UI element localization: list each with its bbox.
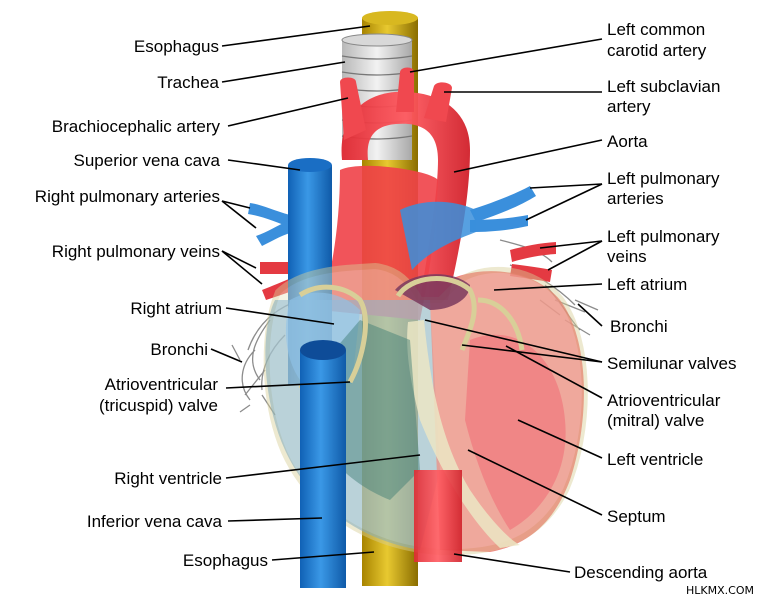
pulmonary-trunk-shape [400,201,476,270]
label-trachea: Trachea [157,73,219,92]
label-esophagus-bottom: Esophagus [183,551,268,570]
label-esophagus-top: Esophagus [134,37,219,56]
label-left-common-carotid-line2: carotid artery [607,41,707,60]
label-mitral-valve-line1: Atrioventricular [607,391,721,410]
label-left-subclavian-line1: Left subclavian [607,77,720,96]
brachiocephalic-artery-shape [340,77,366,140]
label-right-pulmonary-arteries: Right pulmonary arteries [35,187,220,206]
label-left-pulmonary-arteries-line1: Left pulmonary [607,169,720,188]
label-aorta: Aorta [607,132,648,151]
label-left-pulmonary-veins-line1: Left pulmonary [607,227,720,246]
label-mitral-valve-line2: (mitral) valve [607,411,704,430]
label-superior-vena-cava: Superior vena cava [74,151,221,170]
label-right-pulmonary-veins: Right pulmonary veins [52,242,220,261]
label-tricuspid-valve-line2: (tricuspid) valve [99,396,218,415]
watermark: HLKMX.COM [686,584,754,597]
label-brachiocephalic-artery: Brachiocephalic artery [52,117,221,136]
label-right-ventricle: Right ventricle [114,469,222,488]
right-pulmonary-arteries-shape [248,203,294,246]
ivc-top-opening [300,340,346,360]
left-ventricle-chamber [465,334,566,530]
descending-aorta-shape [414,470,462,562]
left-pulmonary-arteries-shape [470,186,536,232]
label-septum: Septum [607,507,666,526]
anatomy-artwork [231,11,599,588]
label-bronchi-right: Bronchi [610,317,668,336]
label-inferior-vena-cava: Inferior vena cava [87,512,223,531]
label-tricuspid-valve-line1: Atrioventricular [105,375,219,394]
label-left-subclavian-line2: artery [607,97,651,116]
label-semilunar-valves: Semilunar valves [607,354,736,373]
labels-left: Esophagus Trachea Brachiocephalic artery… [35,37,268,570]
svc-top-cap [288,158,332,172]
leader-lines [210,25,603,573]
label-left-pulmonary-arteries-line2: arteries [607,189,664,208]
label-left-ventricle: Left ventricle [607,450,703,469]
label-bronchi-left: Bronchi [150,340,208,359]
label-left-atrium: Left atrium [607,275,687,294]
label-descending-aorta: Descending aorta [574,563,708,582]
label-left-common-carotid-line1: Left common [607,20,705,39]
septum-shape [407,320,520,548]
label-right-atrium: Right atrium [130,299,222,318]
labels-right: Left common carotid artery Left subclavi… [574,20,736,582]
left-carotid-artery-shape [396,67,414,112]
esophagus-top-cap [362,11,418,25]
label-left-pulmonary-veins-line2: veins [607,247,647,266]
trachea-top-cap [341,33,413,47]
